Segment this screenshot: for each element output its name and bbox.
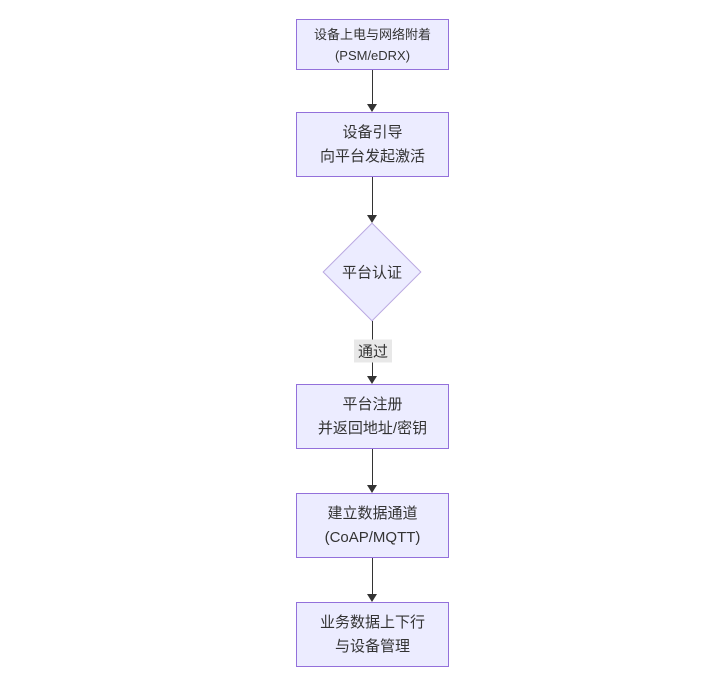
edge-label-pass: 通过 [353, 339, 393, 363]
node-business-data: 业务数据上下行 与设备管理 [296, 602, 449, 667]
node-register: 平台注册 并返回地址/密钥 [296, 384, 449, 449]
arrowhead-icon [367, 376, 377, 384]
node-label-line: 与设备管理 [334, 637, 410, 655]
arrowhead-icon [367, 104, 377, 112]
edge-line [372, 70, 373, 104]
node-platform-auth-label: 平台认证 [341, 264, 403, 282]
edge-line [372, 177, 373, 215]
node-label-line: (CoAP/MQTT) [324, 528, 421, 546]
node-label-line: 并返回地址/密钥 [317, 419, 428, 437]
edge-line [372, 449, 373, 485]
arrowhead-icon [367, 594, 377, 602]
node-label-line: 向平台发起激活 [319, 147, 425, 165]
node-label-line: 设备上电与网络附着 [313, 26, 431, 42]
node-label-line: 业务数据上下行 [319, 613, 425, 631]
arrowhead-icon [367, 215, 377, 223]
node-label-line: 建立数据通道 [327, 504, 418, 522]
node-label-line: 平台注册 [342, 395, 403, 413]
edge-line [372, 558, 373, 594]
node-label-line: (PSM/eDRX) [334, 47, 411, 63]
node-bootstrap: 设备引导 向平台发起激活 [296, 112, 449, 177]
node-label-line: 设备引导 [342, 123, 403, 141]
node-data-channel: 建立数据通道 (CoAP/MQTT) [296, 493, 449, 558]
node-power-attach: 设备上电与网络附着 (PSM/eDRX) [296, 19, 449, 70]
arrowhead-icon [367, 485, 377, 493]
